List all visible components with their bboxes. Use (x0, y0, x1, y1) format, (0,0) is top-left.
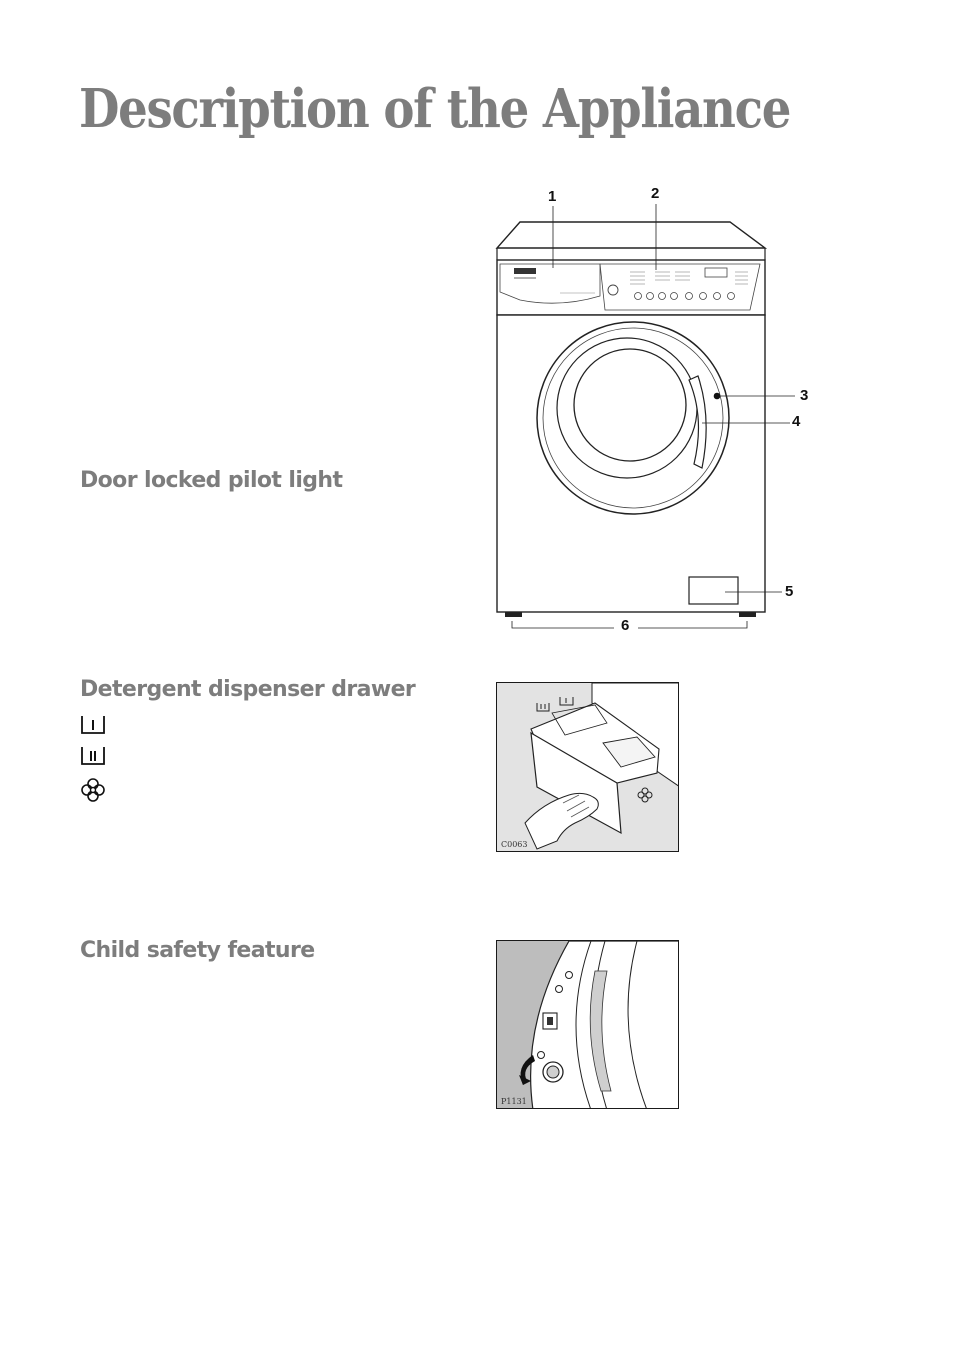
appliance-diagram: 1 2 3 4 5 6 (490, 180, 820, 640)
callout-3: 3 (800, 387, 809, 404)
callout-1: 1 (548, 188, 557, 205)
detergent-drawer-heading: Detergent dispenser drawer (80, 677, 416, 702)
child-lock-illustration (497, 941, 678, 1108)
drawer-illustration (497, 683, 678, 851)
child-safety-heading: Child safety feature (80, 938, 315, 963)
page-title: Description of the Appliance (79, 78, 791, 140)
callout-2: 2 (651, 185, 660, 202)
prewash-compartment-icon (81, 716, 105, 734)
callout-5: 5 (785, 583, 794, 600)
callout-6: 6 (621, 617, 630, 634)
door-lock-heading: Door locked pilot light (80, 468, 343, 493)
softener-compartment-icon (81, 778, 105, 802)
detergent-drawer-figure: C0063 (496, 682, 679, 852)
callout-4: 4 (792, 413, 801, 430)
figure-code: P1131 (501, 1097, 527, 1106)
main-wash-compartment-icon (81, 747, 105, 765)
washing-machine-illustration (495, 204, 795, 629)
figure-code: C0063 (501, 840, 528, 849)
child-safety-figure: P1131 (496, 940, 679, 1109)
